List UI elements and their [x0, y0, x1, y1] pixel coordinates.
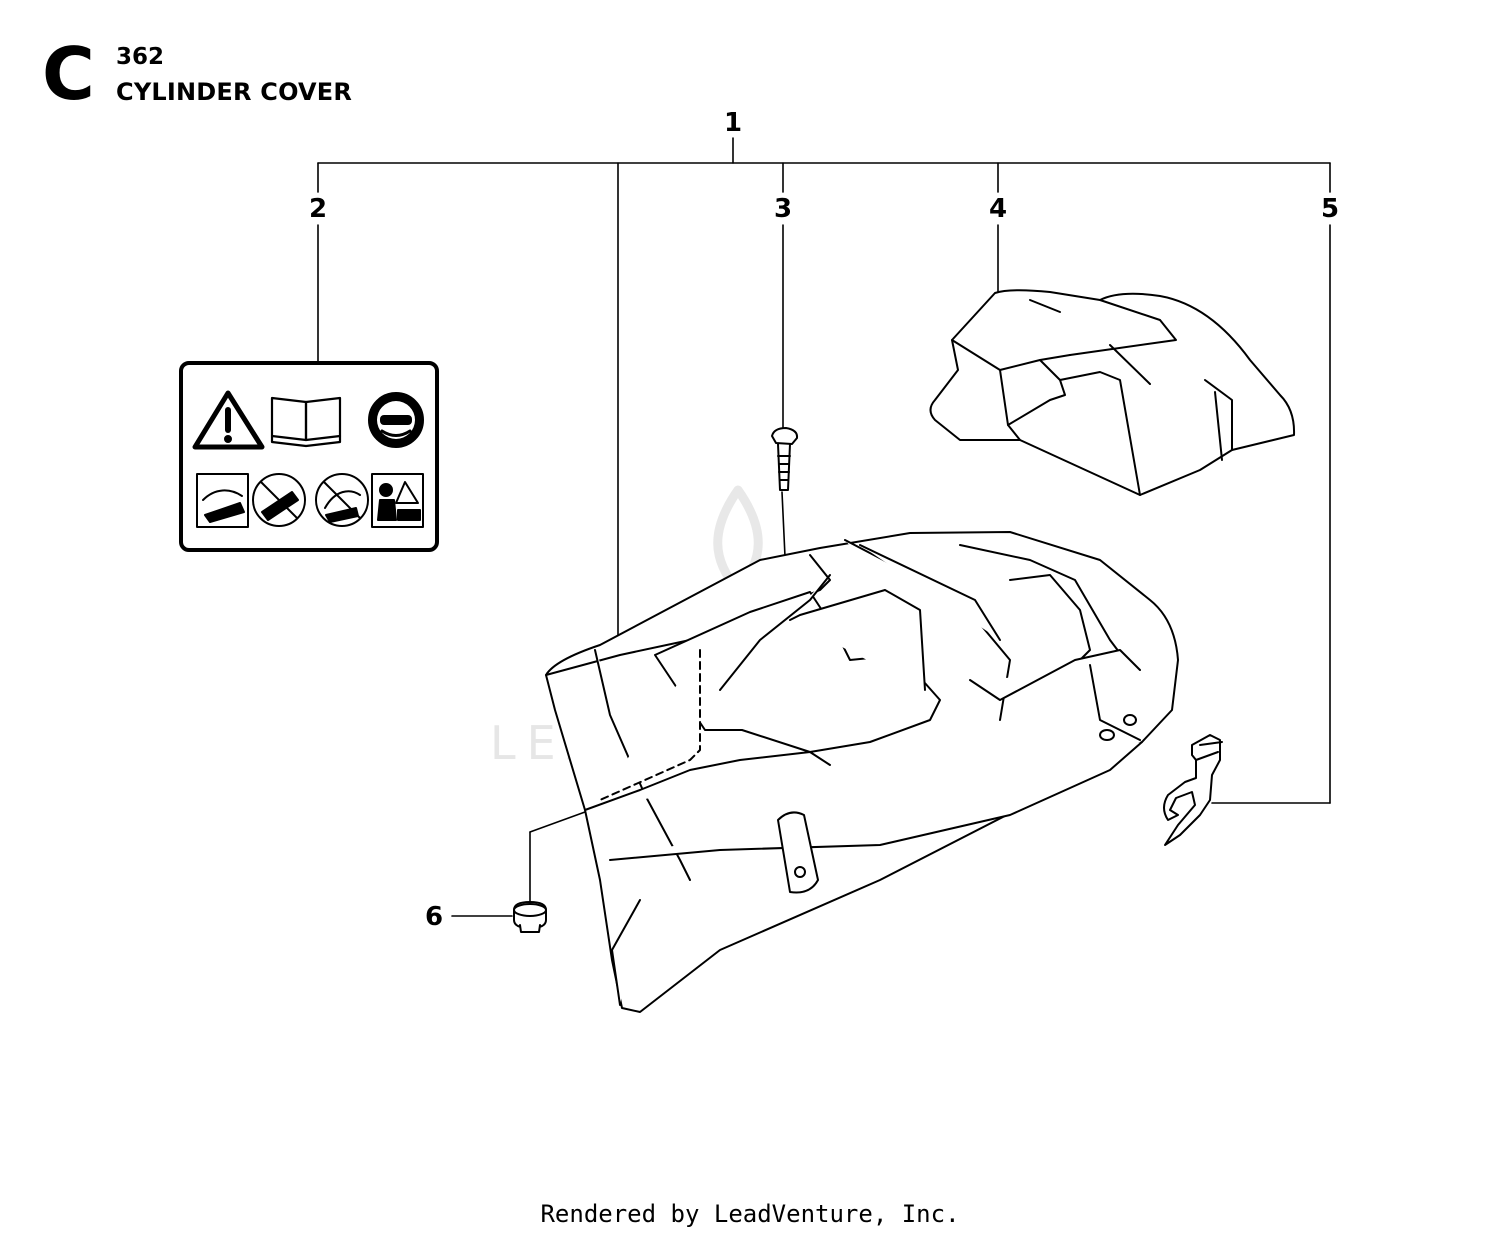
grommet-part	[513, 901, 547, 933]
kickback-warning-icons	[196, 473, 424, 528]
warning-triangle-icon	[192, 390, 265, 450]
section-letter: C	[42, 32, 95, 116]
safety-decal-part	[179, 361, 439, 552]
callout-4: 4	[988, 194, 1008, 224]
protective-gear-icon	[368, 392, 424, 448]
model-number: 362	[116, 44, 165, 70]
manual-book-icon	[270, 396, 342, 448]
callout-6: 6	[424, 902, 444, 932]
top-cover-part	[929, 289, 1296, 496]
section-title: CYLINDER COVER	[116, 78, 353, 106]
callout-2: 2	[308, 194, 328, 224]
callout-5: 5	[1320, 194, 1340, 224]
callout-1: 1	[723, 108, 743, 138]
cylinder-cover-part	[545, 531, 1179, 1013]
screw-part	[771, 427, 799, 491]
footer-credit: Rendered by LeadVenture, Inc.	[540, 1200, 960, 1228]
clip-part	[1163, 734, 1223, 846]
callout-3: 3	[773, 194, 793, 224]
